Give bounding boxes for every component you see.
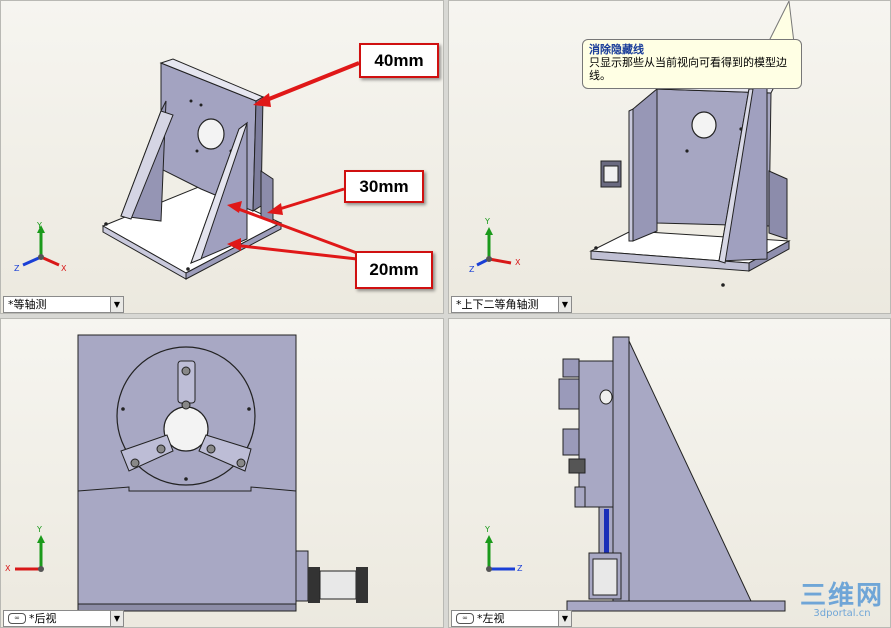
dimetric-model-view	[476, 1, 795, 287]
triad-z-label: Z	[14, 264, 20, 273]
triad-y-label: Y	[485, 217, 490, 226]
chevron-down-icon[interactable]: ▼	[558, 297, 571, 312]
callout-20mm: 20mm	[355, 251, 433, 289]
viewport-isometric[interactable]: Y X Z 40mm 30mm 20mm *等轴测 ▼	[0, 0, 444, 314]
left-view-model	[485, 336, 786, 612]
triad-x-label: X	[61, 264, 67, 273]
watermark-name: 三维网	[799, 581, 884, 611]
triad-y-label: Y	[37, 221, 42, 230]
view-orientation-dropdown[interactable]: *上下二等角轴测 ▼	[451, 296, 572, 313]
tooltip-hidden-lines-removed: 消除隐藏线 只显示那些从当前视向可看得到的模型边线。	[582, 39, 802, 89]
viewport-back[interactable]: Y X ∞ *后视 ▼	[0, 318, 444, 628]
watermark-logo: 三维网 3dportal.cn	[800, 583, 884, 619]
back-view-model	[15, 334, 368, 612]
chevron-down-icon[interactable]: ▼	[110, 611, 123, 626]
watermark-url: 3dportal.cn	[813, 608, 871, 619]
viewport-left[interactable]: Y Z 三维网 3dportal.cn ∞ *左视 ▼	[448, 318, 891, 628]
callout-40mm: 40mm	[359, 43, 439, 78]
triad-z-label: Z	[469, 265, 475, 274]
triad-y-label: Y	[485, 525, 490, 534]
view-orientation-label: *等轴测	[8, 298, 47, 311]
triad-x-label: X	[515, 258, 521, 267]
viewport-dimetric[interactable]: Y X Z 消除隐藏线 只显示那些从当前视向可看得到的模型边线。 *上下二等角轴…	[448, 0, 891, 314]
tooltip-body: 只显示那些从当前视向可看得到的模型边线。	[589, 56, 787, 82]
view-orientation-label: *后视	[29, 612, 57, 625]
view-orientation-label: *左视	[477, 612, 505, 625]
chevron-down-icon[interactable]: ▼	[110, 297, 123, 312]
triad-x-label: X	[5, 564, 11, 573]
view-orientation-label: *上下二等角轴测	[456, 298, 539, 311]
chevron-down-icon[interactable]: ▼	[558, 611, 571, 626]
triad-z-label: Z	[517, 564, 523, 573]
view-orientation-dropdown[interactable]: ∞ *后视 ▼	[3, 610, 124, 627]
link-views-icon[interactable]: ∞	[456, 613, 474, 624]
isometric-model-view	[22, 58, 360, 280]
view-orientation-dropdown[interactable]: ∞ *左视 ▼	[451, 610, 572, 627]
view-orientation-dropdown[interactable]: *等轴测 ▼	[3, 296, 124, 313]
link-views-icon[interactable]: ∞	[8, 613, 26, 624]
tooltip-title: 消除隐藏线	[589, 43, 644, 56]
callout-30mm: 30mm	[344, 170, 424, 203]
triad-y-label: Y	[37, 525, 42, 534]
